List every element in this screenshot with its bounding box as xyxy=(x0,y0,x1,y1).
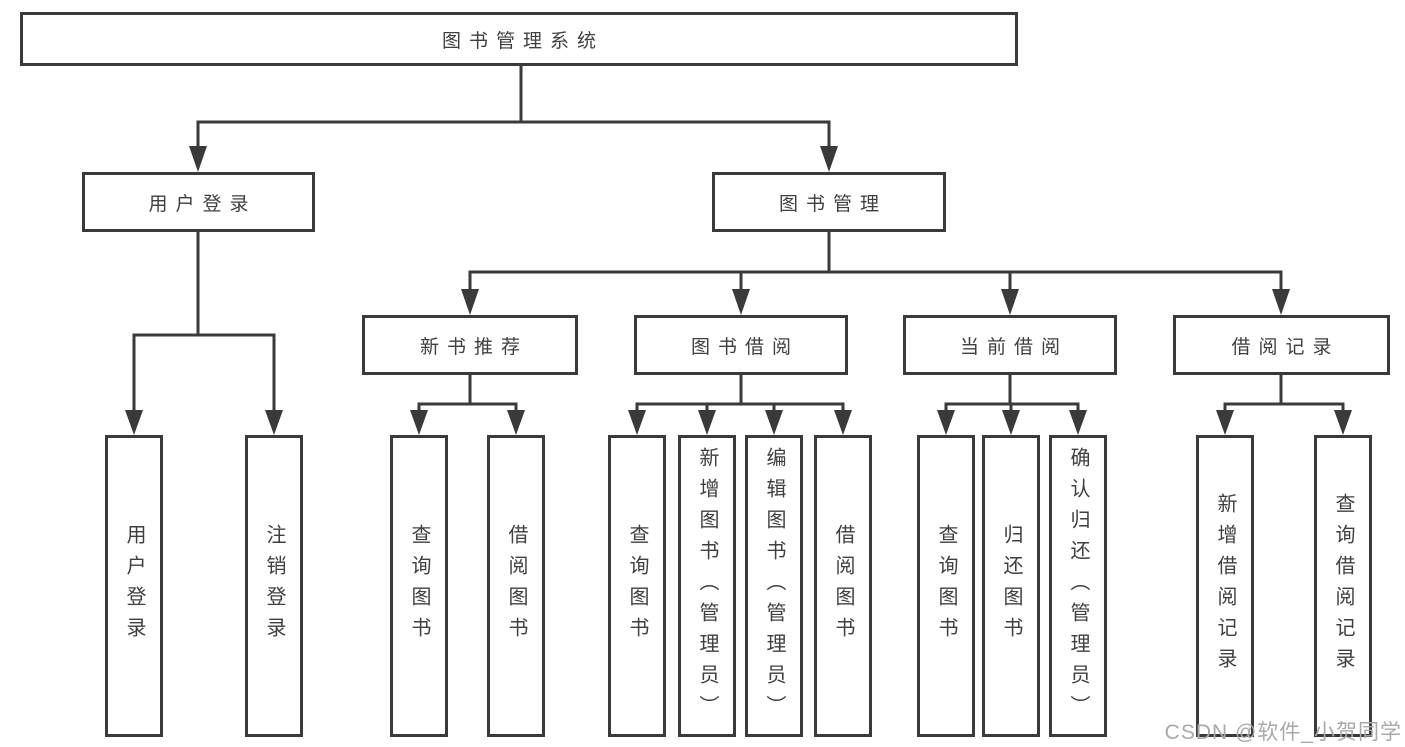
connector-root-to-level2 xyxy=(189,66,838,172)
csdn-watermark: CSDN @软件_小贺同学 xyxy=(1164,721,1402,744)
node-label: 注销登录 xyxy=(263,524,285,648)
node-label: 用户登录 xyxy=(123,524,145,648)
connector-current-borrow-to-leaves xyxy=(937,375,1087,435)
leaf-borrow-books: 借阅图书 xyxy=(814,435,872,737)
leaf-add-books-admin: 新增图书（管理员） xyxy=(678,435,736,737)
node-new-book-recommend: 新书推荐 xyxy=(362,315,578,375)
node-label: 新书推荐 xyxy=(419,336,528,358)
node-book-borrow: 图书借阅 xyxy=(634,315,848,375)
node-label: 借阅图书 xyxy=(832,524,854,648)
leaf-query-books-recommend: 查询图书 xyxy=(390,435,448,737)
leaf-user-login: 用户登录 xyxy=(105,435,163,737)
leaf-borrow-books-recommend: 借阅图书 xyxy=(487,435,545,737)
node-label: 确认归还（管理员） xyxy=(1067,446,1089,726)
node-label: 新增借阅记录 xyxy=(1214,493,1236,679)
leaf-confirm-return-admin: 确认归还（管理员） xyxy=(1049,435,1107,737)
leaf-query-borrow-record: 查询借阅记录 xyxy=(1314,435,1372,737)
node-label: 借阅记录 xyxy=(1231,336,1340,358)
node-label: 借阅图书 xyxy=(505,524,527,648)
connector-user-login-to-leaves xyxy=(125,232,283,435)
node-label: 查询图书 xyxy=(626,524,648,648)
node-label: 图书借阅 xyxy=(690,336,799,358)
connector-borrow-records-to-leaves xyxy=(1216,375,1352,435)
node-current-borrow: 当前借阅 xyxy=(903,315,1117,375)
leaf-return-books: 归还图书 xyxy=(982,435,1040,737)
node-label: 编辑图书（管理员） xyxy=(763,446,785,726)
node-borrow-records: 借阅记录 xyxy=(1173,315,1390,375)
connector-new-book-recommend-to-leaves xyxy=(410,375,525,435)
leaf-logout: 注销登录 xyxy=(245,435,303,737)
node-label: 用户登录 xyxy=(148,193,257,215)
node-library-management-system: 图书管理系统 xyxy=(20,12,1018,66)
connector-book-borrow-to-leaves xyxy=(628,375,852,435)
node-label: 归还图书 xyxy=(1000,524,1022,648)
node-label: 新增图书（管理员） xyxy=(696,446,718,726)
node-label: 查询图书 xyxy=(935,524,957,648)
node-label: 查询借阅记录 xyxy=(1332,493,1354,679)
leaf-add-borrow-record: 新增借阅记录 xyxy=(1196,435,1254,737)
node-label: 图书管理 xyxy=(778,193,887,215)
leaf-query-books-borrow: 查询图书 xyxy=(608,435,666,737)
node-book-management: 图书管理 xyxy=(712,172,946,232)
connector-book-management-to-level3 xyxy=(461,232,1290,315)
node-label: 查询图书 xyxy=(408,524,430,648)
leaf-query-books-current: 查询图书 xyxy=(917,435,975,737)
node-label: 当前借阅 xyxy=(959,336,1068,358)
node-user-login: 用户登录 xyxy=(82,172,315,232)
leaf-edit-books-admin: 编辑图书（管理员） xyxy=(745,435,803,737)
node-label: 图书管理系统 xyxy=(441,30,604,52)
